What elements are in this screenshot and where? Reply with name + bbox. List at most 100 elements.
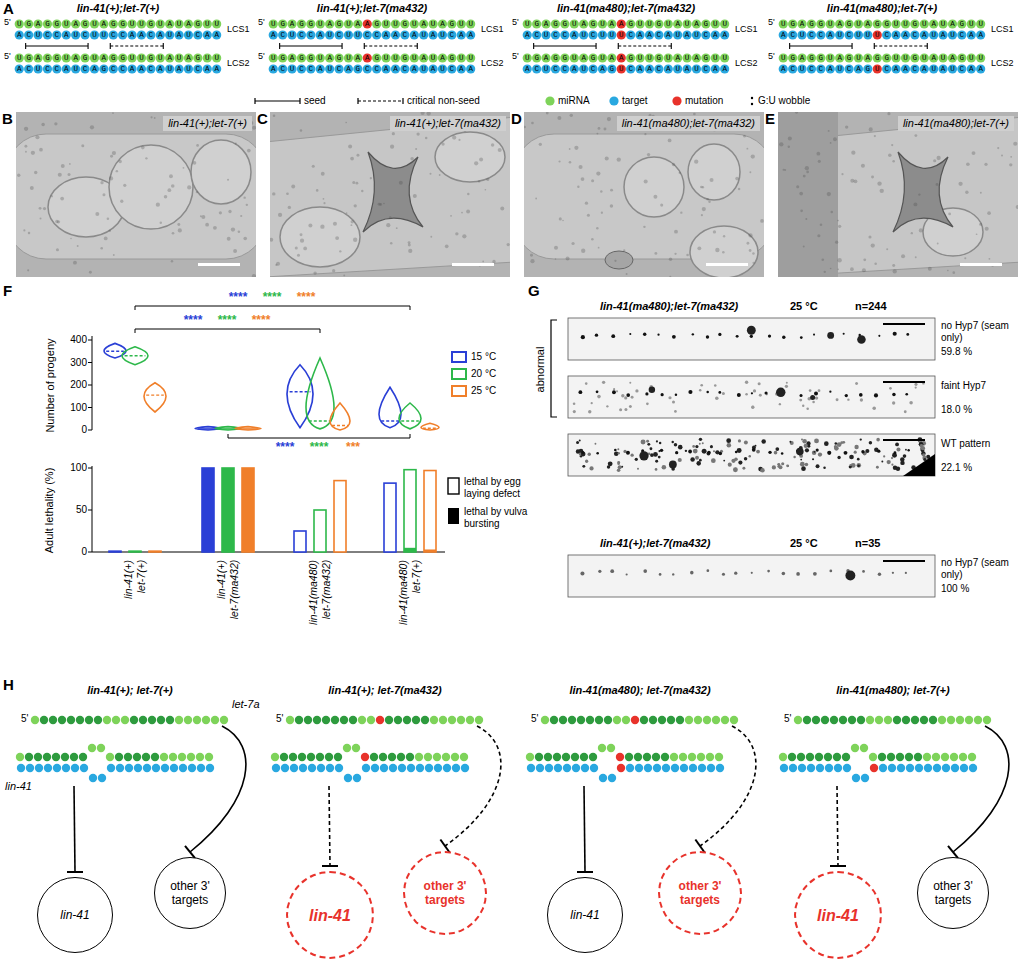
- target-nucleotide: [852, 774, 860, 782]
- mirna-nucleotide: [406, 753, 414, 761]
- hypodermal-nucleus: [837, 442, 842, 447]
- lethality-bar: [404, 470, 416, 552]
- group-bracket: [551, 320, 557, 417]
- circle-label: lin-41: [309, 906, 351, 925]
- mirna-nucleotide: [340, 716, 348, 724]
- granule: [984, 163, 987, 166]
- violin-median: [381, 420, 399, 421]
- granule: [524, 126, 526, 128]
- granule: [562, 220, 564, 222]
- mirna-nucleotide: [94, 716, 102, 724]
- target-nucleotide: [608, 774, 616, 782]
- mirna-sequence: UGAGGUAGUAGGUUGUAUAGUU: [781, 53, 988, 63]
- target-nucleotide: [969, 764, 977, 772]
- genotype-heading: lin-41(+);let-7(ma432): [600, 537, 710, 550]
- violin-median: [125, 355, 146, 356]
- legend-swatch: [609, 96, 618, 105]
- faint-nucleus: [602, 381, 605, 384]
- target-nucleotide: [98, 774, 106, 782]
- hypodermal-nucleus: [818, 452, 822, 456]
- hypodermal-nucleus: [774, 451, 778, 455]
- granule: [748, 233, 752, 237]
- granule: [452, 135, 456, 139]
- granule: [947, 270, 949, 272]
- seam-nucleus: [675, 451, 678, 454]
- five-prime-label: 5': [512, 17, 519, 28]
- granule: [178, 228, 182, 232]
- granule: [288, 206, 291, 209]
- hypodermal-nucleus: [883, 455, 885, 457]
- faint-nucleus: [786, 382, 788, 384]
- mirna-nucleotide: [959, 753, 967, 761]
- granule: [952, 271, 955, 274]
- granule: [887, 112, 890, 115]
- granule: [421, 112, 425, 115]
- hypodermal-nucleus: [801, 466, 806, 471]
- granule: [972, 151, 976, 155]
- mirna-nucleotide: [670, 753, 678, 761]
- granule: [35, 135, 39, 139]
- granule: [607, 117, 611, 121]
- target-nucleotide: [843, 764, 851, 772]
- circle-label: other 3' targets: [161, 879, 219, 907]
- seam-nucleus: [894, 451, 897, 454]
- granule: [841, 173, 843, 175]
- hypodermal-nucleus: [895, 443, 899, 447]
- mirna-nucleotide: [349, 716, 357, 724]
- granule: [722, 251, 725, 254]
- faint-nucleus: [892, 401, 895, 404]
- hypodermal-nucleus: [695, 456, 699, 460]
- hypodermal-nucleus: [617, 448, 619, 450]
- faint-nucleus: [751, 406, 754, 409]
- granule: [102, 193, 105, 196]
- mirna-nucleotide: [553, 753, 561, 761]
- fluorescence-strip: [568, 434, 935, 476]
- genotype-heading: lin-41(ma480);let-7(+): [827, 2, 937, 15]
- micrograph: [270, 112, 510, 277]
- inhibition-bar: [67, 871, 83, 873]
- granule: [300, 129, 302, 131]
- target-nucleotide: [789, 764, 797, 772]
- mirna-nucleotide: [166, 716, 174, 724]
- granule: [581, 177, 585, 181]
- granule: [937, 243, 939, 245]
- granule: [871, 176, 874, 179]
- bright-spot: [649, 387, 655, 393]
- granule: [112, 151, 116, 155]
- legend-text: 15 °C: [471, 351, 496, 363]
- mirna-nucleotide: [842, 753, 850, 761]
- mirna-nucleotide: [442, 753, 450, 761]
- hypodermal-nucleus: [723, 460, 725, 462]
- faint-nucleus: [672, 401, 675, 404]
- tick: [88, 430, 92, 431]
- granule: [445, 244, 449, 248]
- mirna-nucleotide: [394, 716, 402, 724]
- hypodermal-nucleus: [835, 442, 838, 445]
- hypodermal-nucleus: [800, 462, 805, 467]
- faint-nucleus: [699, 389, 702, 392]
- granule: [610, 204, 613, 207]
- mirna-nucleotide: [220, 716, 228, 724]
- panel-letter: D: [511, 110, 522, 128]
- granule: [913, 202, 917, 206]
- legend-swatch: [672, 96, 681, 105]
- seam-nucleus: [892, 393, 896, 397]
- bright-spot: [776, 388, 785, 397]
- violin-median: [106, 351, 124, 352]
- faint-nucleus: [836, 398, 839, 401]
- hypodermal-nucleus: [672, 441, 674, 443]
- lethality-bar-filled: [242, 468, 254, 552]
- mirna-nucleotide: [941, 753, 949, 761]
- granule: [743, 135, 746, 138]
- granule: [300, 239, 304, 243]
- faint-nucleus: [904, 410, 907, 413]
- seam-nucleus: [659, 573, 662, 576]
- non-seed-bar-ends: [618, 43, 671, 49]
- granule: [56, 248, 59, 251]
- granule: [31, 151, 35, 155]
- target-nucleotide: [825, 764, 833, 772]
- significance-stars: ****: [184, 313, 203, 327]
- lethality-bar: [314, 510, 326, 552]
- seam-nucleus: [581, 451, 584, 454]
- granule: [196, 144, 199, 147]
